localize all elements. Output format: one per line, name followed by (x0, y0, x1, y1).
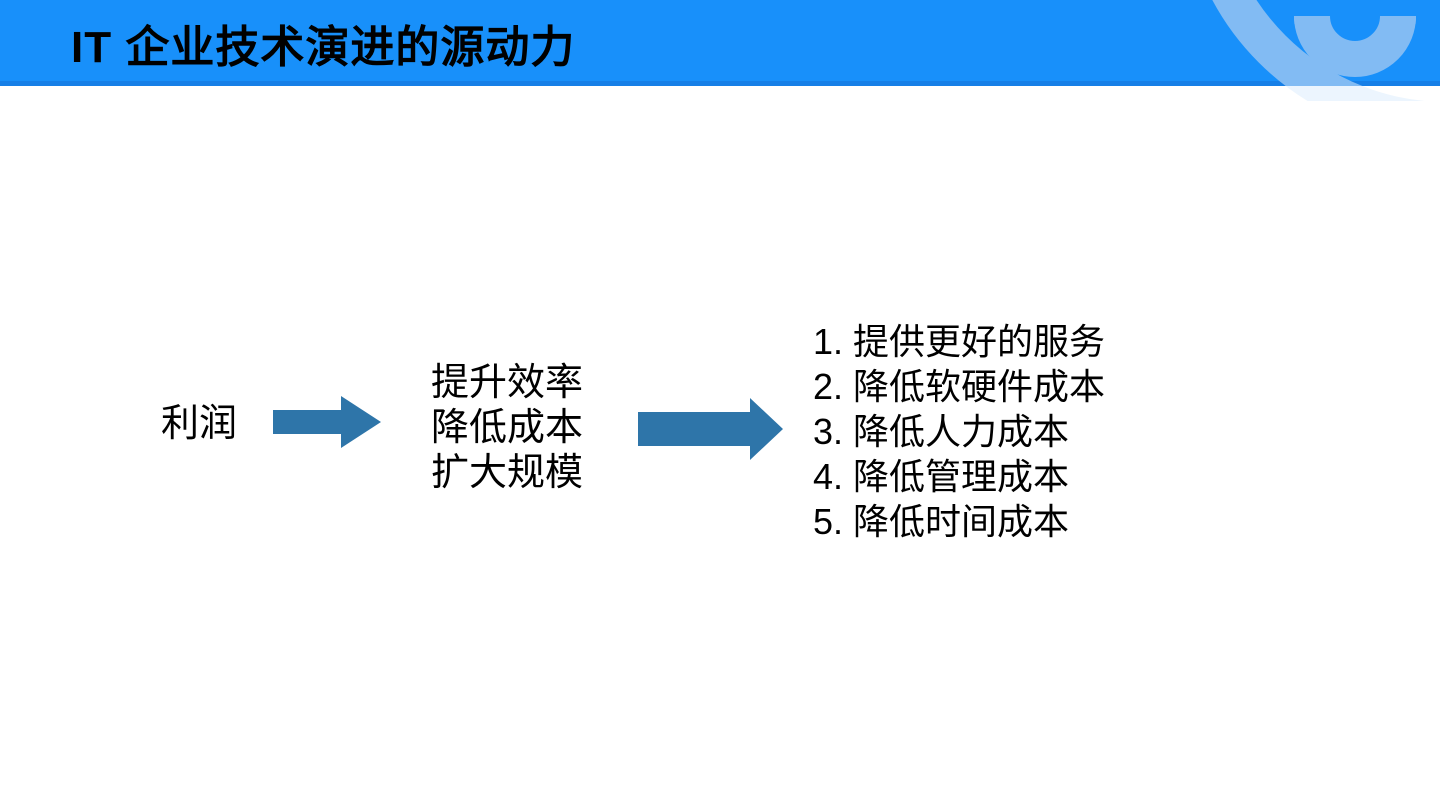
header-band (0, 0, 1440, 86)
driver-line: 扩大规模 (431, 452, 584, 494)
right-arrow-icon (273, 396, 381, 448)
header-edge-line (0, 81, 1440, 86)
flow-outcomes: 1. 提供更好的服务 2. 降低软硬件成本 3. 降低人力成本 4. 降低管理成… (813, 319, 1105, 544)
brand-u-logo (1212, 0, 1426, 101)
right-arrow-shape (638, 398, 783, 460)
flow-drivers: 提升效率 降低成本 扩大规模 (431, 361, 583, 496)
outcome-item: 4. 降低管理成本 (813, 456, 1070, 497)
logo-u-icon (1294, 2, 1416, 77)
header-background (0, 0, 1440, 101)
right-arrow-icon (638, 398, 783, 460)
driver-line: 提升效率 (431, 362, 584, 404)
outcome-item: 5. 降低时间成本 (813, 501, 1070, 542)
slide-title: IT 企业技术演进的源动力 (71, 23, 576, 72)
header-strip (0, 86, 1440, 101)
outcome-item: 1. 提供更好的服务 (813, 321, 1106, 362)
outcome-item: 3. 降低人力成本 (813, 411, 1070, 452)
slide-header: IT 企业技术演进的源动力 (0, 0, 1440, 101)
outcome-item: 2. 降低软硬件成本 (813, 366, 1106, 407)
right-arrow-shape (273, 396, 381, 448)
flow-source-label: 利润 (161, 403, 238, 445)
driver-line: 降低成本 (431, 407, 584, 449)
